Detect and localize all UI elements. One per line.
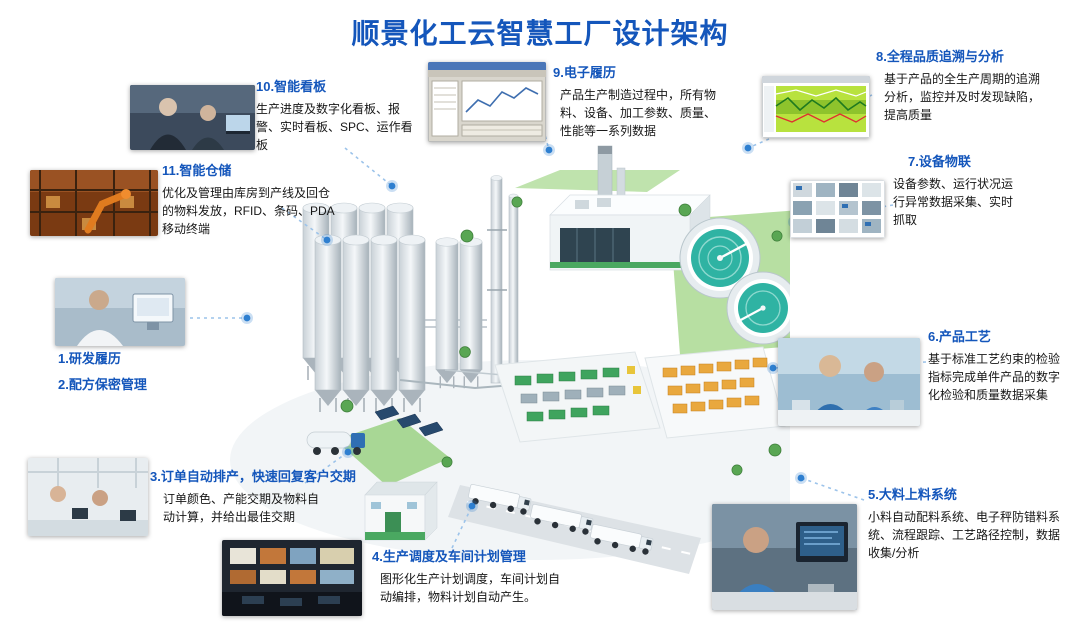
callout-10-title: 10.智能看板	[256, 79, 327, 94]
screenshot-equipment-grid	[790, 180, 885, 238]
callout-3-body: 订单颜色、产能交期及物料自动计算，并给出最佳交期	[163, 491, 320, 524]
screenshot-quality-chart	[762, 76, 870, 138]
callout-11-title: 11.智能仓储	[162, 163, 232, 178]
callout-8-body: 基于产品的全生产周期的追溯分析，监控并及时发现缺陷，提高质量	[884, 71, 1041, 122]
callout-4-body: 图形化生产计划调度，车间计划自动编排，物料计划自动产生。	[380, 571, 561, 604]
callout-4-title: 4.生产调度及车间计划管理	[372, 549, 526, 564]
callout-9-body: 产品生产制造过程中，所有物料、设备、加工参数、质量、性能等一系列数据	[560, 87, 717, 138]
photo-warehouse-robot	[30, 170, 158, 236]
photo-business-meeting	[130, 85, 255, 150]
factory-illustration	[230, 145, 790, 574]
page-title: 顺景化工云智慧工厂设计架构	[351, 18, 729, 49]
callout-8-title: 8.全程品质追溯与分析	[876, 49, 1004, 64]
photo-batching-operator	[712, 504, 857, 610]
callout-1-title: 1.研发履历	[58, 351, 121, 366]
callout-10-body: 生产进度及数字化看板、报警、实时看板、SPC、运作看板	[256, 101, 413, 152]
photo-lab-inspection	[778, 338, 920, 426]
callout-5-title: 5.大料上料系统	[868, 487, 957, 502]
callout-10: 10.智能看板 生产进度及数字化看板、报警、实时看板、SPC、运作看板	[256, 78, 416, 154]
callout-8: 8.全程品质追溯与分析 基于产品的全生产周期的追溯分析，监控并及时发现缺陷，提高…	[876, 48, 1066, 124]
callout-6: 6.产品工艺 基于标准工艺约束的检验指标完成单件产品的数字化检验和质量数据采集	[928, 328, 1073, 404]
callout-9-title: 9.电子履历	[553, 65, 616, 80]
callout-5-body: 小料自动配料系统、电子秤防错料系统、流程跟踪、工艺路径控制，数据收集/分析	[868, 509, 1061, 560]
callout-2: 2.配方保密管理	[58, 376, 238, 394]
callout-1: 1.研发履历	[58, 350, 238, 368]
callout-3: 3.订单自动排产，快速回复客户交期 订单颜色、产能交期及物料自动计算，并给出最佳…	[150, 468, 400, 526]
callout-2-title: 2.配方保密管理	[58, 377, 147, 392]
callout-3-title: 3.订单自动排产，快速回复客户交期	[150, 469, 356, 484]
photo-order-office	[28, 458, 148, 536]
callout-11-body: 优化及管理由库房到产线及回仓的物料发放，RFID、条码、PDA移动终端	[162, 185, 335, 236]
callout-4: 4.生产调度及车间计划管理 图形化生产计划调度，车间计划自动编排，物料计划自动产…	[372, 548, 592, 606]
photo-control-room	[222, 540, 362, 616]
callout-11: 11.智能仓储 优化及管理由库房到产线及回仓的物料发放，RFID、条码、PDA移…	[162, 162, 340, 238]
callout-5: 5.大料上料系统 小料自动配料系统、电子秤防错料系统、流程跟踪、工艺路径控制，数…	[868, 486, 1068, 562]
callout-9: 9.电子履历 产品生产制造过程中，所有物料、设备、加工参数、质量、性能等一系列数…	[553, 64, 718, 140]
callout-7: 7.设备物联 设备参数、运行状况运行异常数据采集、实时抓取	[893, 153, 1058, 229]
callout-6-body: 基于标准工艺约束的检验指标完成单件产品的数字化检验和质量数据采集	[928, 351, 1061, 402]
screenshot-mes-window	[428, 62, 546, 142]
callout-7-body: 设备参数、运行状况运行异常数据采集、实时抓取	[893, 176, 1014, 227]
callout-7-title: 7.设备物联	[908, 154, 971, 169]
photo-rd-workstation	[55, 278, 185, 346]
callout-6-title: 6.产品工艺	[928, 329, 991, 344]
